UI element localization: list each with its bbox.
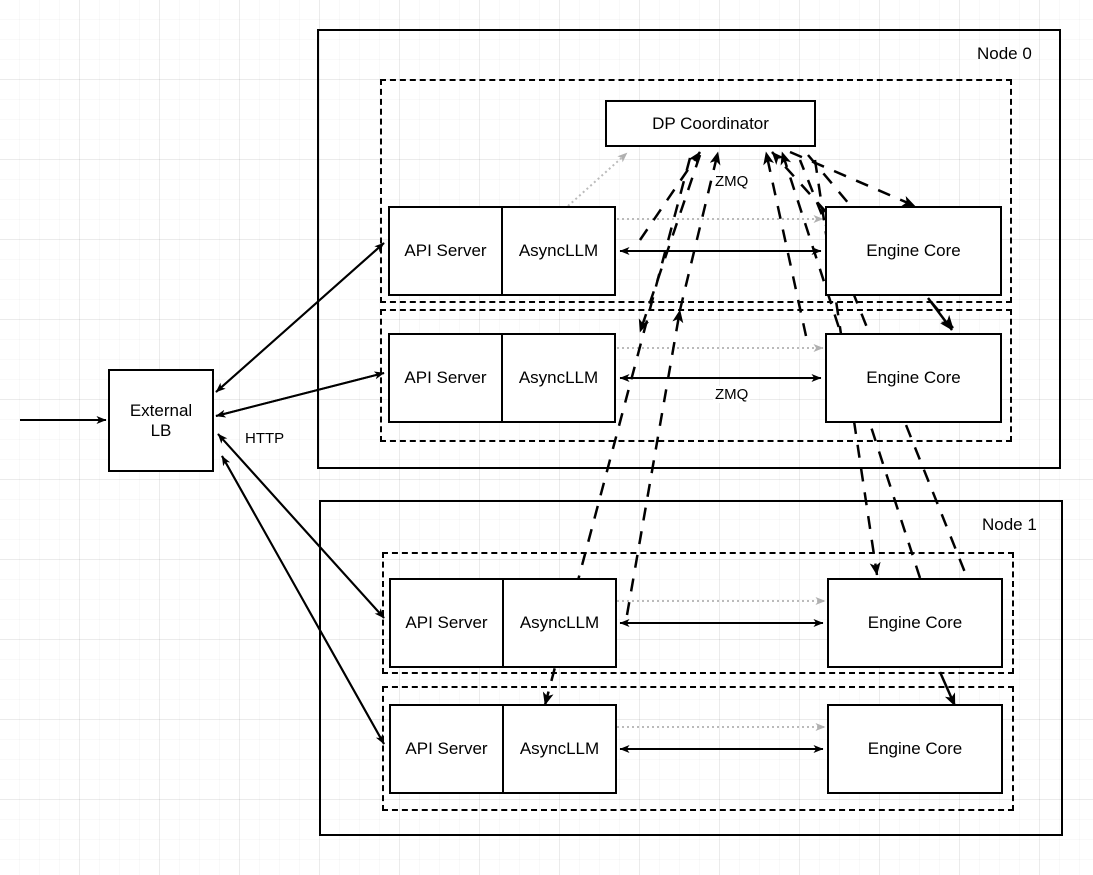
node-label-1: Node 1 [982,515,1037,534]
api-server-label-2: API Server [391,580,504,666]
node-container-1 [319,500,1063,836]
engine-core-box-0[interactable]: Engine Core [825,206,1002,296]
api-server-label-0: API Server [390,208,503,294]
zmq-label-coordinator-0: ZMQ [713,173,751,190]
api-server-group-3[interactable]: API Server AsyncLLM [389,704,617,794]
asyncllm-label-2: AsyncLLM [519,613,600,632]
engine-core-box-1[interactable]: Engine Core [825,333,1002,423]
dp-coordinator-box[interactable]: DP Coordinator [605,100,816,147]
api-server-group-0[interactable]: API Server AsyncLLM [388,206,616,296]
asyncllm-label-1: AsyncLLM [518,368,599,387]
external-lb-box[interactable]: External LB [108,369,214,472]
node-container-0 [317,29,1061,469]
asyncllm-label-3: AsyncLLM [519,739,600,758]
dp-rank-group-1 [380,309,1012,442]
api-server-label-1: API Server [390,335,503,421]
api-server-group-2[interactable]: API Server AsyncLLM [389,578,617,668]
external-lb-label-line1: External [129,400,193,420]
external-lb-label-line2: LB [150,420,172,440]
engine-core-box-3[interactable]: Engine Core [827,704,1003,794]
api-server-label-3: API Server [391,706,504,792]
zmq-label-1: ZMQ [713,386,751,403]
node-label-0: Node 0 [977,44,1032,63]
asyncllm-label-0: AsyncLLM [518,241,599,260]
dp-rank-group-2 [382,552,1014,674]
engine-core-box-2[interactable]: Engine Core [827,578,1003,668]
dp-rank-group-0 [380,79,1012,303]
http-label: HTTP [243,430,287,447]
dp-rank-group-3 [382,686,1014,811]
api-server-group-1[interactable]: API Server AsyncLLM [388,333,616,423]
